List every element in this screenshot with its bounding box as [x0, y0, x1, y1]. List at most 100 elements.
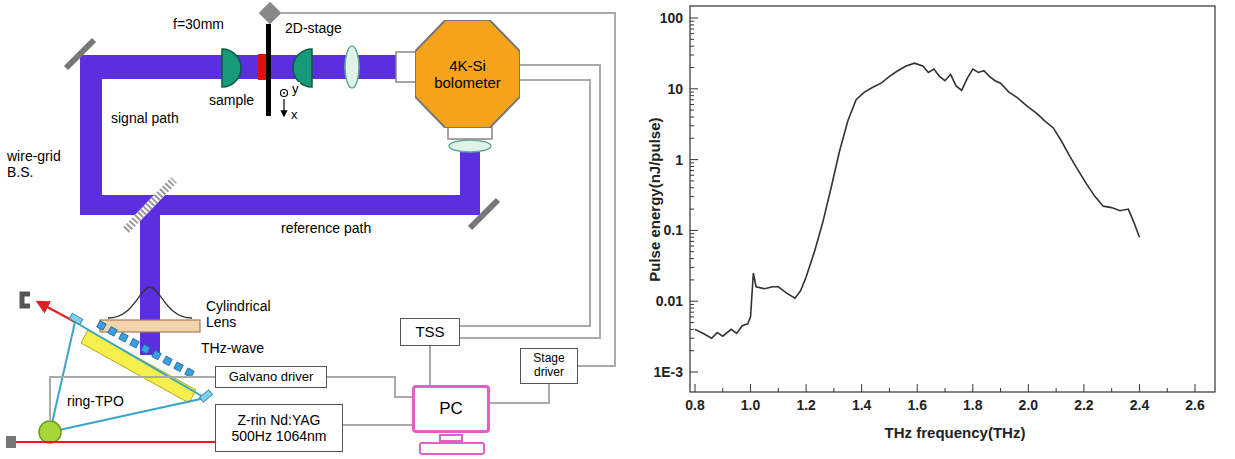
axis-tick — [690, 258, 694, 259]
axis-tick — [690, 110, 694, 111]
axis-tick — [690, 316, 694, 317]
chart-label: 1E-3 — [652, 364, 684, 380]
part-label: f=30mm — [172, 16, 225, 32]
ring-tpo — [6, 294, 215, 448]
node-text: Stage driver — [521, 352, 577, 380]
node-text: PC — [436, 399, 466, 419]
layout-wires — [50, 13, 615, 421]
axis-tick — [690, 18, 698, 19]
axis-tick — [690, 99, 694, 100]
chart-label: 0.01 — [655, 293, 684, 309]
grating-step — [163, 356, 172, 365]
axis-tick — [690, 246, 694, 247]
axis-tick — [690, 329, 694, 330]
axis-tick — [690, 237, 694, 238]
grating-steps — [97, 321, 194, 378]
axis-tick — [695, 384, 696, 392]
part-label: wire-grid B.S. — [6, 148, 80, 180]
axis-tick — [690, 21, 694, 22]
axis-tick — [750, 384, 751, 392]
axis-tick — [889, 388, 890, 392]
node-text: Z-rin Nd:YAG 500Hz 1064nm — [216, 412, 342, 444]
axis-tick — [690, 304, 694, 305]
axis-tick — [690, 138, 694, 139]
part-label: THz-wave — [200, 340, 265, 356]
axis-tick — [690, 162, 694, 163]
axis-tick — [690, 39, 694, 40]
axis-tick — [1167, 388, 1168, 392]
axis-tick — [690, 312, 694, 313]
chart-label: 1.2 — [795, 397, 816, 413]
grating-step — [141, 344, 150, 353]
axis-tick — [690, 241, 694, 242]
axis-tick — [690, 175, 694, 176]
device-box: Z-rin Nd:YAG 500Hz 1064nm — [215, 404, 343, 452]
axis-tick — [690, 67, 694, 68]
axis-tick — [690, 267, 694, 268]
chart-label: 2.4 — [1129, 397, 1150, 413]
axis-tick — [690, 187, 694, 188]
axis-tick — [778, 388, 779, 392]
axis-tick — [722, 388, 723, 392]
chart-label: 2.6 — [1184, 397, 1205, 413]
chart-ticks — [690, 18, 1195, 392]
axis-tick — [690, 166, 694, 167]
sample-stage — [258, 2, 281, 116]
part-label: Cylindrical Lens — [205, 298, 295, 330]
axis-tick — [690, 372, 698, 373]
computer-monitor: PC — [412, 385, 490, 433]
chart-label: 0.8 — [684, 397, 705, 413]
device-box: Galvano driver — [215, 366, 327, 388]
pc-parts — [420, 435, 484, 454]
chart-label: THz frequency(THz) — [884, 424, 1027, 441]
grating-step — [152, 350, 161, 359]
axis-tick — [690, 308, 694, 309]
chart-label: 1.8 — [962, 397, 983, 413]
chart-label: Pulse energy(nJ/pulse) — [646, 117, 663, 283]
part-label: signal path — [110, 110, 180, 126]
axis-tick — [972, 384, 973, 392]
axis-tick — [690, 338, 694, 339]
axis-tick — [690, 322, 694, 323]
node-text: TSS — [412, 323, 447, 340]
axis-tick — [690, 95, 694, 96]
signal-wire — [490, 384, 549, 403]
axis-tick — [690, 159, 698, 160]
grating-step — [119, 333, 128, 342]
axis-tick — [690, 180, 694, 181]
axis-tick — [690, 279, 694, 280]
axis-tick — [690, 46, 694, 47]
axis-tick — [690, 88, 698, 89]
device-box: Stage driver — [520, 348, 578, 384]
axis-tick — [690, 116, 694, 117]
node-text: Galvano driver — [226, 370, 317, 385]
axis-tick — [945, 388, 946, 392]
axis-tick — [1056, 388, 1057, 392]
axis-tick — [1139, 384, 1140, 392]
axis-tick — [806, 384, 807, 392]
axis-tick — [690, 28, 694, 29]
axis-tick — [690, 92, 694, 93]
chart-label: 2.2 — [1073, 397, 1094, 413]
part-label: y — [291, 82, 300, 97]
axis-tick — [917, 384, 918, 392]
device-box: TSS — [400, 318, 460, 346]
axis-symbol — [281, 90, 288, 117]
grating-step — [108, 327, 117, 336]
axis-tick — [690, 170, 694, 171]
axis-tick — [690, 233, 694, 234]
signal-wire — [327, 377, 412, 397]
chart-frame — [690, 6, 1215, 392]
axis-tick — [1083, 384, 1084, 392]
axis-tick — [833, 388, 834, 392]
axis-tick — [1111, 388, 1112, 392]
axis-tick — [690, 33, 694, 34]
chart-label: 1.4 — [851, 397, 872, 413]
axis-tick — [690, 104, 694, 105]
octagon-shape — [415, 20, 520, 128]
detector-octagon: 4K-Si bolometer — [415, 20, 520, 128]
grating-step — [97, 321, 106, 330]
